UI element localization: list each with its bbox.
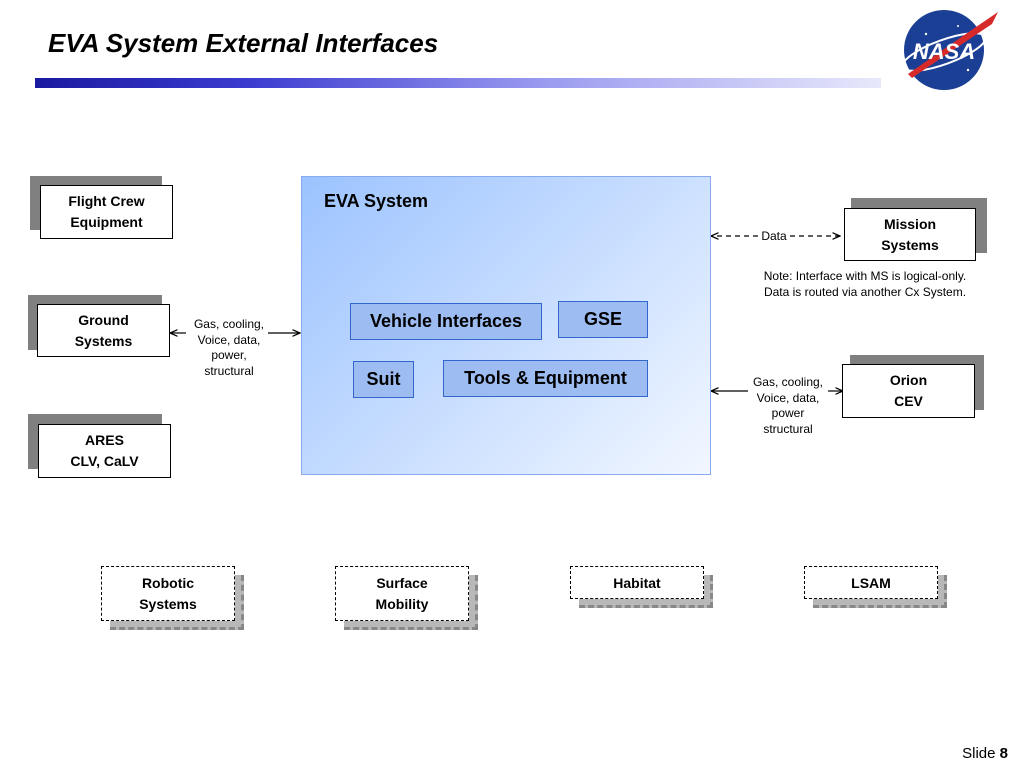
box-habitat: Habitat <box>570 566 704 599</box>
vehicle-interfaces-box: Vehicle Interfaces <box>350 303 542 340</box>
eva-system-label: EVA System <box>324 191 429 211</box>
data-interface-label: Data <box>761 229 787 243</box>
svg-text:NASA: NASA <box>913 39 975 64</box>
page-title: EVA System External Interfaces <box>48 28 439 58</box>
tools-equipment-box: Tools & Equipment <box>443 360 648 397</box>
title-underline <box>35 78 881 88</box>
box-lsam: LSAM <box>804 566 938 599</box>
gse-box: GSE <box>558 301 648 338</box>
ground-interface-label: Gas, cooling, Voice, data, power, struct… <box>193 317 265 378</box>
slide-number: Slide 8 <box>962 745 1008 762</box>
mission-systems-note: Note: Interface with MS is logical-only.… <box>763 269 967 299</box>
nasa-logo: NASA <box>901 10 998 90</box>
suit-box: Suit <box>353 361 414 398</box>
orion-interface-label: Gas, cooling, Voice, data, power structu… <box>752 375 824 436</box>
